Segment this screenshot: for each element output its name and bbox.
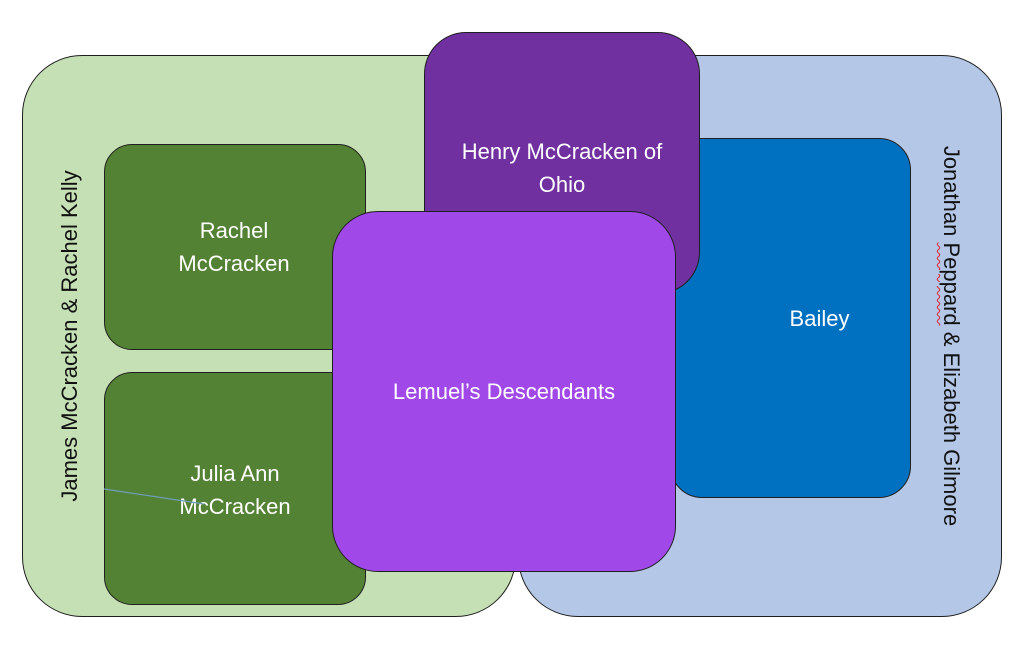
box-bailey-label: Bailey [789,305,850,331]
group-right-label-part-2: & Elizabeth Gilmore [939,325,964,527]
group-right-label: Jonathan Peppard & Elizabeth Gilmore [936,146,966,526]
box-henry-label: Henry McCracken of Ohio [461,139,663,197]
spellcheck-squiggle-word: Peppard [939,242,964,326]
box-julia-ann-mccracken: Julia Ann McCracken [104,372,366,605]
stray-connector-line [104,488,205,505]
box-lemuels-descendants: Lemuel’s Descendants [332,211,676,572]
box-rachel-mccracken: Rachel McCracken [104,144,366,350]
box-julia-label: Julia Ann McCracken [179,460,291,519]
box-bailey: Bailey [670,138,911,498]
group-right-label-part-1: Jonathan [939,145,964,243]
stray-line-segment [104,488,205,505]
box-lemuel-label: Lemuel’s Descendants [392,379,616,404]
group-left-label: James McCracken & Rachel Kelly [57,170,82,502]
box-rachel-label: Rachel McCracken [178,218,290,276]
